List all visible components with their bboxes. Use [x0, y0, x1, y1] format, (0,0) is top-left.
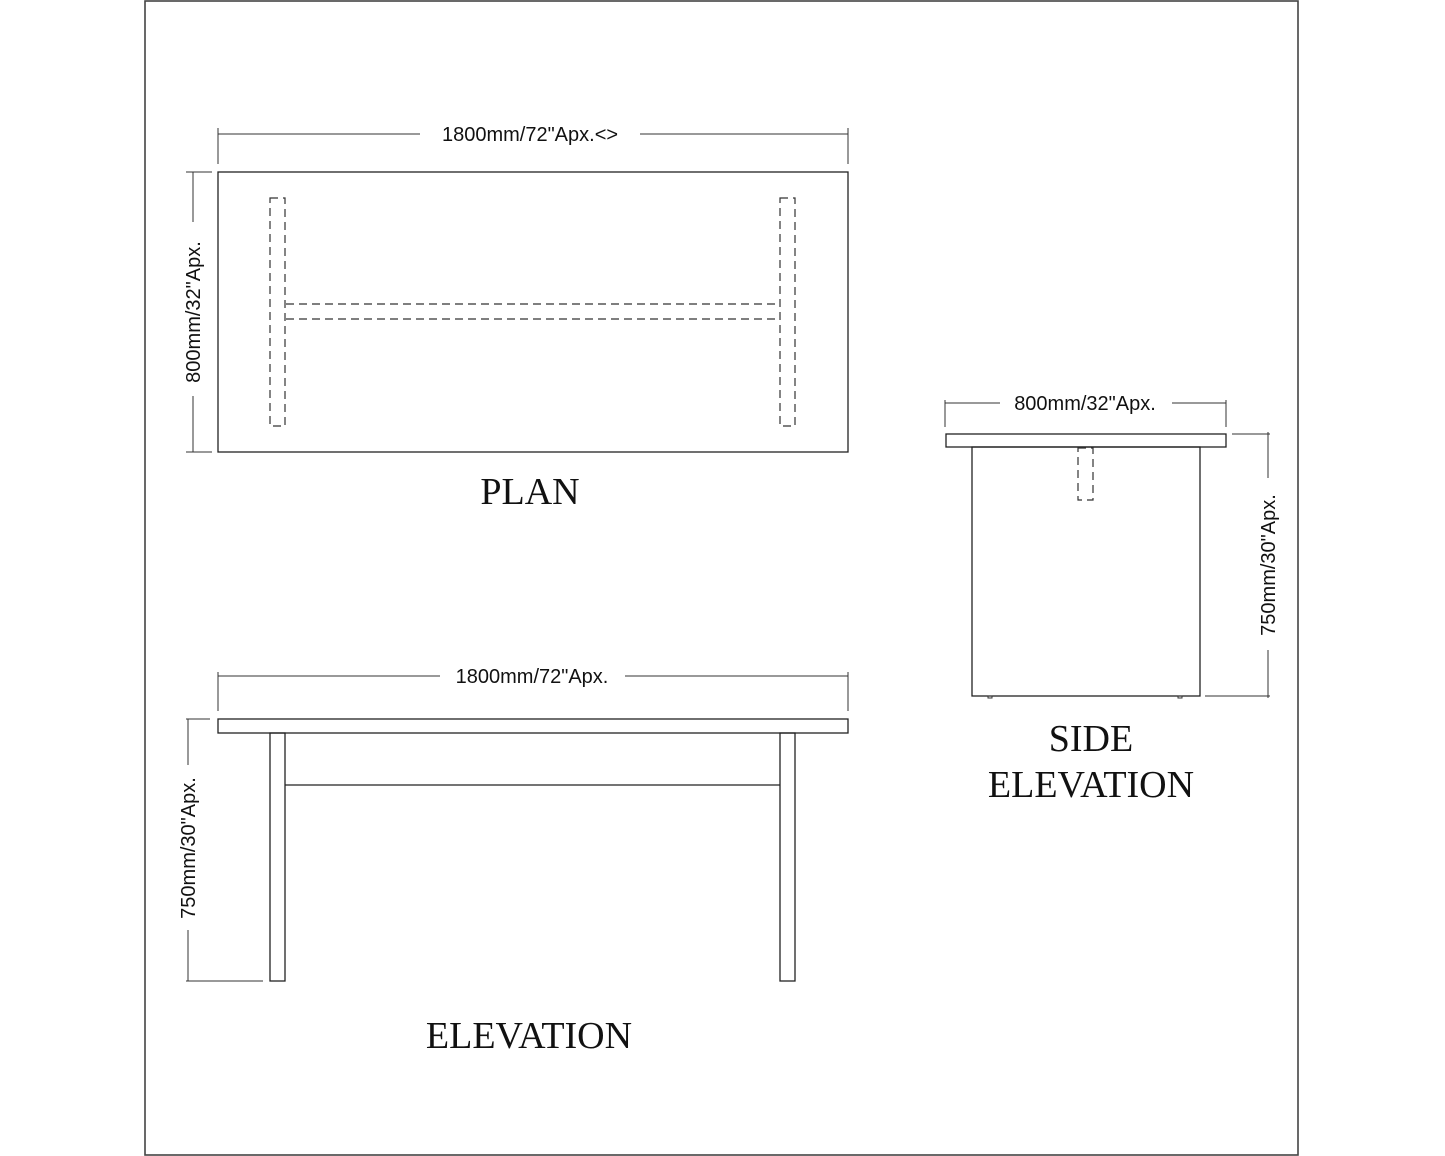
side-leg-panel — [971, 446, 1201, 697]
side-foot-left — [987, 695, 993, 699]
plan-left-leg-hidden — [269, 197, 286, 427]
side-stretcher-hidden — [1077, 447, 1094, 501]
elevation-title: ELEVATION — [426, 1015, 632, 1057]
elevation-width-dimension: 1800mm/72"Apx. — [217, 666, 849, 711]
side-foot-right — [1177, 695, 1183, 699]
plan-tabletop — [217, 171, 849, 453]
sheet-frame — [144, 0, 1299, 1156]
side-height-dimension: 750mm/30"Apx. — [1205, 432, 1280, 698]
side-tabletop — [945, 433, 1227, 448]
side-height-label: 750mm/30"Apx. — [1258, 494, 1280, 636]
plan-width-label: 1800mm/72"Apx.<> — [442, 124, 618, 146]
plan-depth-label: 800mm/32"Apx. — [183, 241, 205, 383]
plan-right-leg-hidden — [779, 197, 796, 427]
plan-title: PLAN — [480, 471, 579, 513]
side-elevation-view: 800mm/32"Apx. 750mm/30"Apx. SIDE ELEVATI… — [944, 393, 1280, 806]
elevation-height-label: 750mm/30"Apx. — [178, 777, 200, 919]
side-elevation-title-line1: SIDE — [1049, 718, 1133, 760]
elevation-height-dimension: 750mm/30"Apx. — [178, 718, 263, 982]
plan-depth-dimension: 800mm/32"Apx. — [183, 171, 212, 453]
plan-view: 1800mm/72"Apx.<> 800mm/32"Apx. PLAN — [183, 124, 849, 513]
side-elevation-title-line2: ELEVATION — [988, 764, 1194, 806]
elevation-width-label: 1800mm/72"Apx. — [456, 666, 609, 688]
elevation-tabletop — [217, 718, 849, 734]
plan-width-dimension: 1800mm/72"Apx.<> — [217, 124, 849, 164]
elevation-left-leg — [269, 732, 286, 982]
elevation-view: 1800mm/72"Apx. 750mm/30"Apx. ELEVATION — [178, 666, 849, 1057]
side-width-label: 800mm/32"Apx. — [1014, 393, 1156, 415]
side-width-dimension: 800mm/32"Apx. — [944, 393, 1227, 427]
elevation-right-leg — [779, 732, 796, 982]
